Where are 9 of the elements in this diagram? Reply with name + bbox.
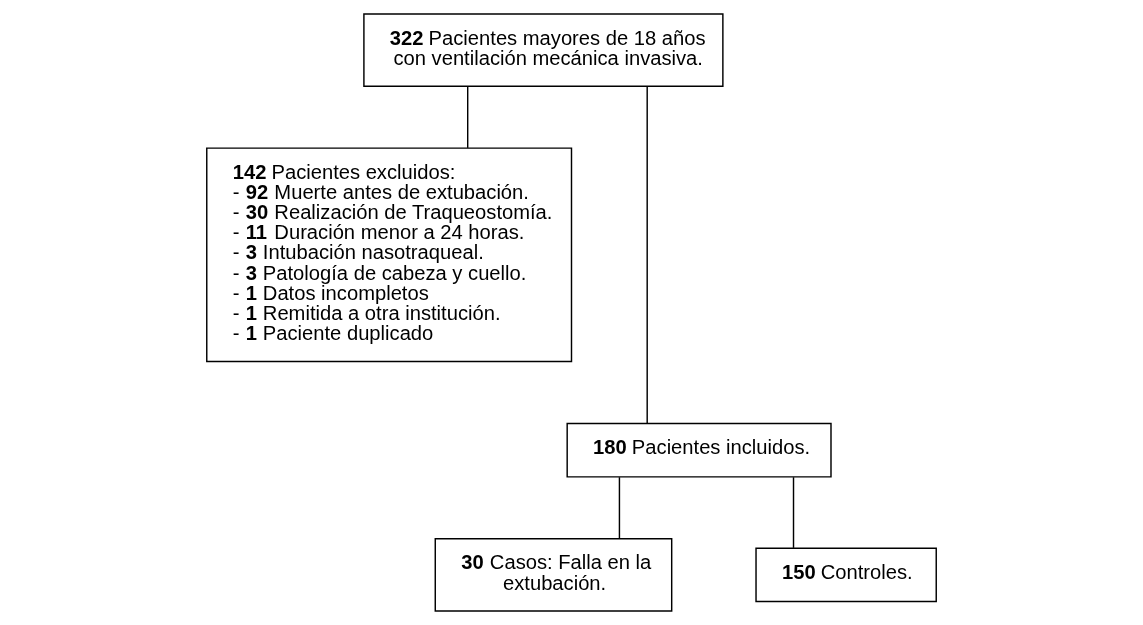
node-box: 142 Pacientes excluidos: - 92 Muerte antes de extubación. - 30 Realización de Traqueostomía. - 11 Duración menor a 24 horas. - 3 Intubación nasotraqueal. - 3 Patología de cabeza y cuello. - 1 Datos incompletos - 1 Remitida a otra institución. - 1 Paciente duplicado	[206, 147, 573, 363]
node-box: 30 Casos: Falla en la extubación.	[434, 538, 673, 612]
connector	[792, 476, 795, 549]
connector	[466, 85, 469, 149]
node-box: 150 Controles.	[755, 547, 937, 603]
node-box: 180 Pacientes incluidos.	[566, 422, 832, 478]
connector	[646, 85, 648, 424]
node-box: 322 Pacientes mayores de 18 años con ventilación mecánica invasiva.	[363, 13, 724, 87]
connector	[618, 476, 621, 540]
